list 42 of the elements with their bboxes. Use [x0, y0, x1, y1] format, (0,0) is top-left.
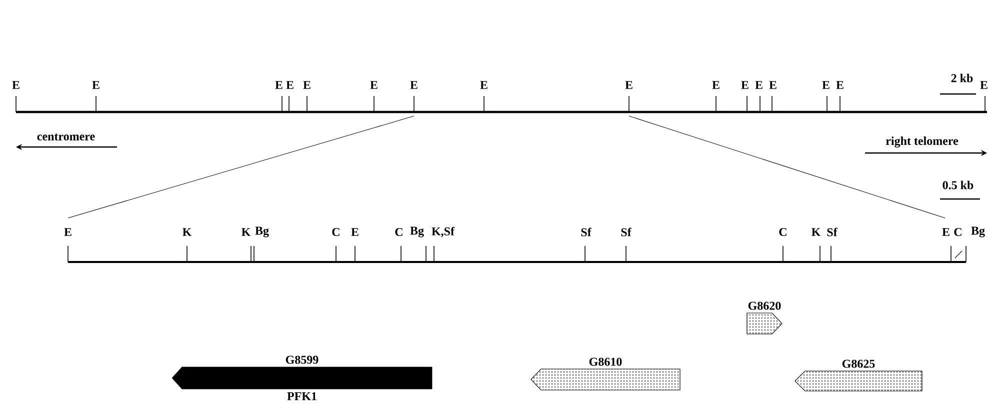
site-label: E [12, 81, 20, 89]
site-label: K,Sf [432, 226, 455, 238]
node-label: G8610 [589, 358, 622, 366]
site-label: E [480, 81, 488, 89]
site-label: E [755, 81, 762, 89]
site-label: E [712, 81, 720, 89]
node-label: G8599 [286, 356, 318, 364]
direction-label: right telomere [886, 136, 958, 148]
site-label: K [812, 228, 821, 236]
site-label: C [954, 228, 962, 236]
site-label: Bg [971, 226, 985, 238]
site-label: E [741, 81, 748, 89]
site-label: E [64, 228, 72, 236]
site-label: Sf [827, 228, 838, 236]
site-label: E [942, 228, 950, 236]
direction-label: centromere [37, 134, 95, 140]
node-label: G8625 [842, 360, 875, 368]
site-label: K [182, 228, 192, 236]
site-label: C [395, 228, 402, 236]
node-label: G8620 [748, 302, 781, 310]
site-label: E [769, 81, 776, 89]
site-label: C [332, 228, 340, 236]
site-label: E [303, 81, 310, 89]
site-label: E [370, 81, 378, 89]
site-label: E [275, 81, 282, 89]
site-label: E [410, 81, 418, 89]
site-label: E [980, 81, 988, 89]
scale-label: 2 kb [951, 74, 973, 82]
site-label: E [351, 228, 358, 236]
site-label: Sf [581, 228, 592, 236]
site-label: E [836, 81, 844, 89]
site-label: K [242, 228, 251, 236]
site-label: E [822, 81, 830, 89]
site-label: Sf [621, 228, 632, 236]
site-label: Bg [255, 226, 269, 238]
site-label: Bg [410, 226, 424, 238]
site-label: E [92, 81, 100, 89]
scale-label: 0.5 kb [942, 180, 974, 190]
site-label: E [625, 81, 632, 89]
site-label: C [779, 228, 786, 236]
gene-name: PFK1 [287, 392, 316, 400]
site-label: E [286, 81, 294, 89]
